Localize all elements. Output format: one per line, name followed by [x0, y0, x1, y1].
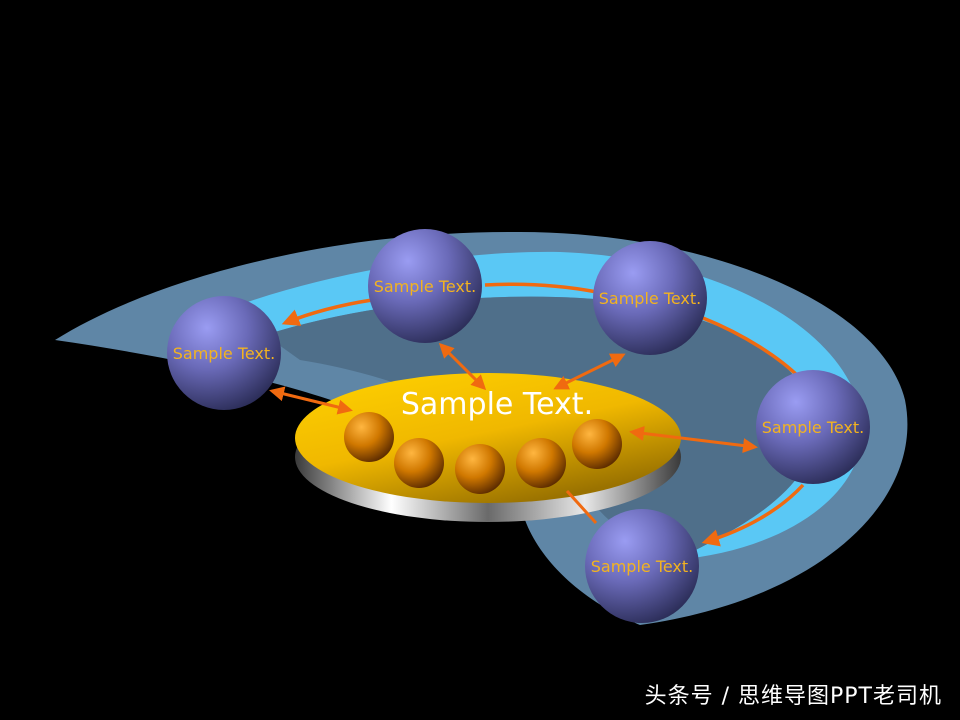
node-4-sphere — [756, 370, 870, 484]
node-1: Sample Text. — [167, 296, 281, 410]
node-5: Sample Text. — [585, 509, 699, 623]
node-2-sphere — [368, 229, 482, 343]
node-1-sphere — [167, 296, 281, 410]
node-5-sphere — [585, 509, 699, 623]
ball-4 — [516, 438, 566, 488]
ball-1 — [344, 412, 394, 462]
spoke-node5 — [565, 489, 598, 525]
arrow-node3-node2 — [484, 282, 598, 294]
arrow-node3-to-node4 — [702, 316, 802, 380]
node-4: Sample Text. — [756, 370, 870, 484]
node-2-label: Sample Text. — [374, 277, 477, 296]
node-3-sphere — [593, 241, 707, 355]
node-2: Sample Text. — [368, 229, 482, 343]
spoke-node2 — [438, 342, 487, 391]
ball-3 — [455, 444, 505, 494]
node-3: Sample Text. — [593, 241, 707, 355]
spoke-node3 — [553, 353, 626, 390]
arrow-node4-to-node5 — [701, 483, 805, 547]
spoke-node4 — [629, 426, 758, 453]
node-1-label: Sample Text. — [173, 344, 276, 363]
ball-5 — [572, 419, 622, 469]
node-5-label: Sample Text. — [591, 557, 694, 576]
node-3-label: Sample Text. — [599, 289, 702, 308]
spoke-node1 — [269, 386, 353, 415]
arrow-node2-to-node1 — [281, 298, 373, 326]
spoke-arrows — [269, 342, 758, 525]
node-4-label: Sample Text. — [762, 418, 865, 437]
ball-2 — [394, 438, 444, 488]
watermark: 头条号 / 思维导图PPT老司机 — [644, 684, 942, 709]
ring-arrows — [281, 282, 805, 547]
platform-balls — [344, 412, 622, 494]
center-label: Sample Text. — [401, 387, 593, 422]
